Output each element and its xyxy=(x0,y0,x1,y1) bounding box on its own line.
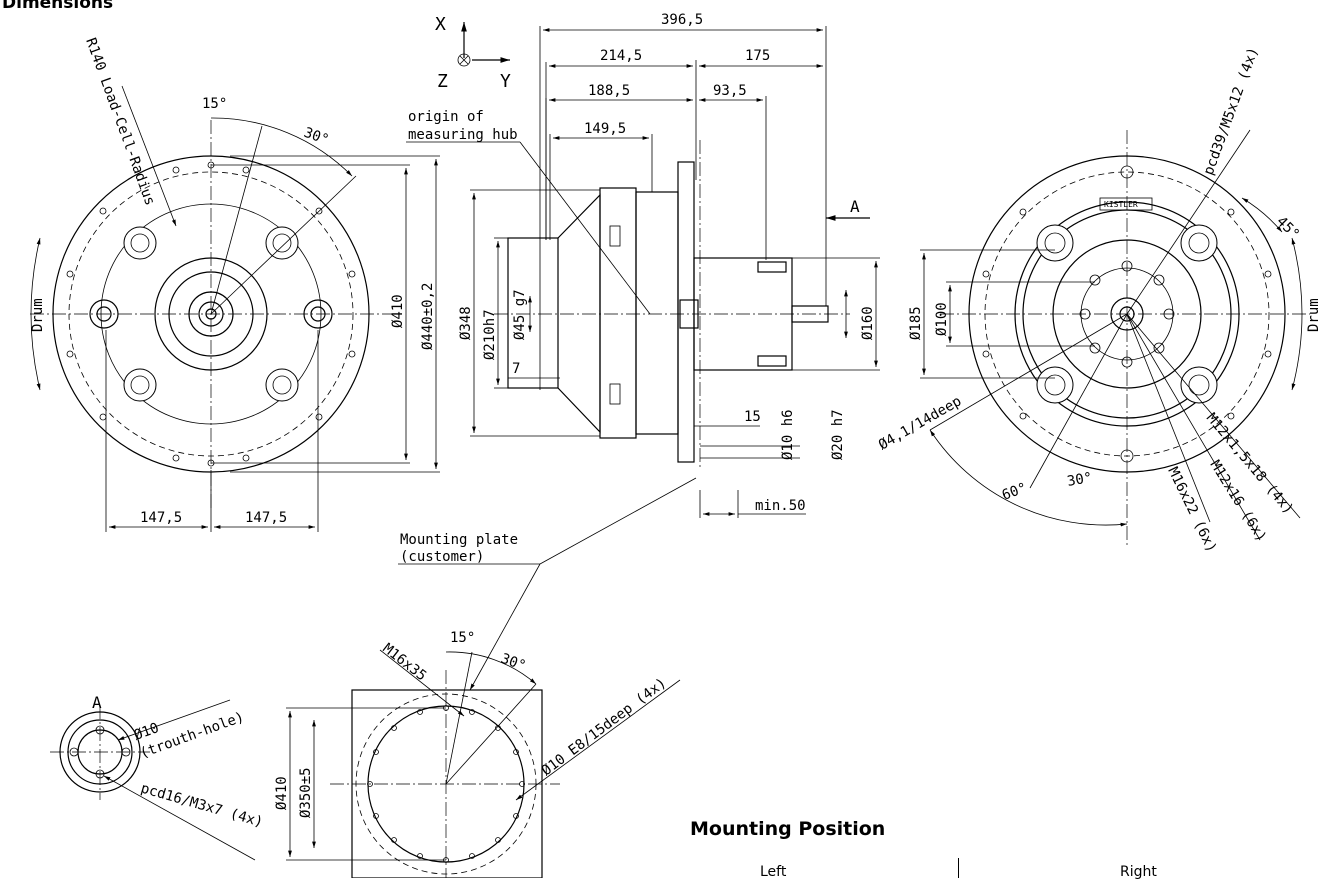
front-view xyxy=(30,85,440,532)
plate-dia-10e8: Ø10 E8/15deep (4x) xyxy=(539,675,670,779)
side-dim-7: 7 xyxy=(512,361,520,377)
side-dim-396: 396,5 xyxy=(661,12,703,28)
side-dia-210: Ø210h7 xyxy=(482,309,498,360)
mounting-plate-line1: Mounting plate xyxy=(400,532,518,548)
rear-angle-30: 30° xyxy=(1066,470,1094,490)
dimensions-heading: Dimensions xyxy=(2,0,114,13)
axis-z-label: Z xyxy=(437,71,448,92)
axis-y-label: Y xyxy=(500,71,511,92)
rear-dia-100: Ø100 xyxy=(934,302,950,336)
m16x35-label: M16x35 xyxy=(380,641,430,685)
rear-dia-185: Ø185 xyxy=(908,306,924,340)
load-cell-connector xyxy=(1036,224,1218,404)
side-dim-188: 188,5 xyxy=(588,83,630,99)
side-dim-93: 93,5 xyxy=(713,83,747,99)
front-drum-label: Drum xyxy=(30,298,46,332)
plate-dia-410: Ø410 xyxy=(274,776,290,810)
side-dia-20h7: Ø20 h7 xyxy=(830,409,846,460)
origin-label-line1: origin of xyxy=(408,109,484,125)
mounting-position-heading: Mounting Position xyxy=(690,818,886,840)
load-cell-connector xyxy=(123,226,299,402)
side-min-50: min.50 xyxy=(755,498,806,514)
origin-label-line2: measuring hub xyxy=(408,127,518,143)
rear-angle-45: 45° xyxy=(1273,214,1302,243)
front-dim-147-left: 147,5 xyxy=(140,510,182,526)
rear-drum-label: Drum xyxy=(1306,298,1322,332)
detail-a-label: A xyxy=(92,693,102,712)
mounting-plate-line2: (customer) xyxy=(400,549,484,565)
side-dim-15: 15 xyxy=(744,409,761,425)
front-dia-410: Ø410 xyxy=(390,294,406,328)
section-a-label: A xyxy=(850,197,860,216)
m16x22-label: M16x22 (6x) xyxy=(1164,465,1219,555)
side-dim-175: 175 xyxy=(745,48,770,64)
side-dia-45: Ø45 g7 xyxy=(512,289,528,340)
side-dia-160: Ø160 xyxy=(860,306,876,340)
detail-a-view xyxy=(50,699,256,861)
load-cell-radius-label: R140 Load-Cell-Radius xyxy=(82,36,158,208)
mounting-divider xyxy=(958,858,959,878)
brand-label: KISTLER xyxy=(1104,200,1138,209)
right-label: Right xyxy=(1120,864,1157,880)
front-dim-147-right: 147,5 xyxy=(245,510,287,526)
side-view xyxy=(398,26,880,691)
front-angle-30: 30° xyxy=(302,125,331,149)
axis-x-label: X xyxy=(435,14,446,35)
side-dia-348: Ø348 xyxy=(458,306,474,340)
plate-angle-15: 15° xyxy=(450,630,475,646)
rear-dia-4-1: Ø4,1/14deep xyxy=(876,393,964,453)
side-dia-10h6: Ø10 h6 xyxy=(780,409,796,460)
front-dia-440: Ø440±0,2 xyxy=(420,283,436,350)
side-dim-214: 214,5 xyxy=(600,48,642,64)
left-label: Left xyxy=(760,864,787,880)
axis-indicator xyxy=(457,22,510,67)
front-angle-15: 15° xyxy=(202,96,227,112)
rear-view xyxy=(920,129,1310,548)
plate-dia-350: Ø350±5 xyxy=(298,767,314,818)
plate-angle-30: 30° xyxy=(499,651,528,675)
rear-angle-60: 60° xyxy=(1000,480,1029,504)
mounting-plate-view xyxy=(286,649,681,878)
side-dim-149: 149,5 xyxy=(584,121,626,137)
